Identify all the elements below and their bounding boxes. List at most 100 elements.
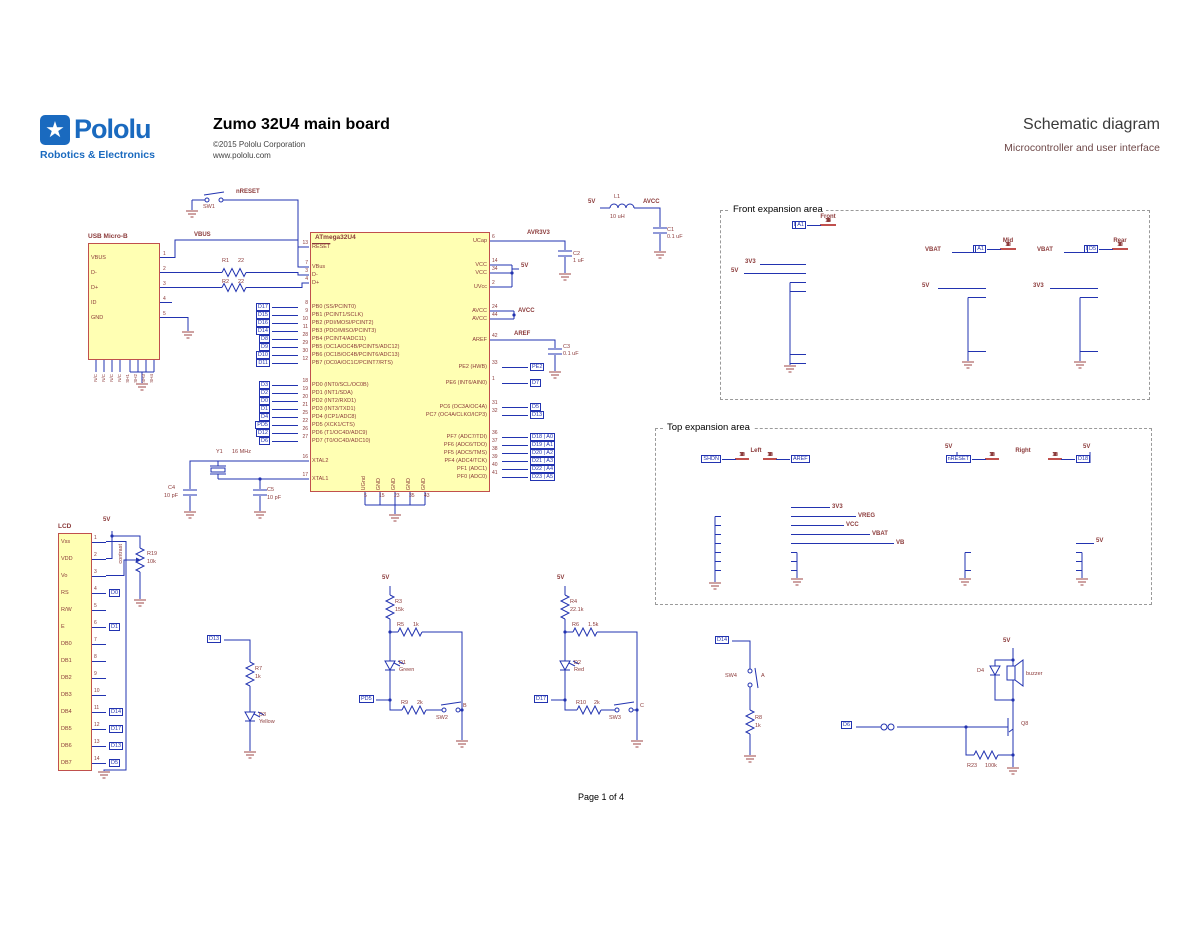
l1-ref: L1: [614, 194, 621, 200]
pin-num: 18: [302, 378, 308, 385]
pin-num: 7: [305, 260, 308, 267]
pololu-wordmark: Pololu: [74, 114, 151, 144]
r19-note: contrast: [118, 544, 124, 564]
d13-net-flag: D13: [207, 635, 222, 643]
mcu-aref-label: AREF: [514, 331, 531, 337]
inductor-symbol: [609, 203, 635, 209]
pin-num: 3: [1053, 452, 1057, 459]
sw4-ref: SW4: [725, 673, 737, 679]
pin-num: 40: [492, 462, 498, 469]
pin-nm: RESET: [312, 244, 331, 250]
pin-num: 6: [740, 452, 744, 459]
pin-net: D13: [109, 741, 124, 750]
pin-num: 23: [394, 493, 400, 499]
pin-num: 11: [739, 452, 745, 459]
pololu-star-icon: ★: [40, 114, 70, 145]
rear-connector-title: Rear: [1113, 238, 1127, 244]
pin-num: 5: [163, 310, 166, 317]
pin-net: D15: [255, 311, 270, 319]
sw4-button-label: A: [761, 673, 765, 679]
right-conn-5v-right-label: 5V: [1083, 444, 1091, 450]
pin-num: 12: [767, 452, 773, 459]
button-a-symbol: [747, 667, 759, 689]
pin-num: 5: [94, 602, 97, 609]
pin-wire-stub: [92, 541, 106, 543]
pin-net: D1: [109, 622, 121, 631]
pin-nm: PC6 (OC3A/OC4A): [439, 404, 487, 410]
pin-wire-stub: [502, 415, 528, 416]
pin-wire-stub: [272, 385, 298, 386]
pin-nm: PF4 (ADC4/TCK): [444, 458, 487, 464]
right-connector-col2: 1D12D33D54D75D96D117D138D18910111213: [1048, 452, 1091, 463]
pin-num: 5: [1118, 242, 1122, 249]
pin-num: 5: [364, 493, 367, 499]
pin-num: 3: [990, 452, 994, 459]
reset-wires: [191, 199, 309, 248]
nreset-net-label: nRESET: [236, 189, 260, 195]
pin-nm: PB1 (PCINT1/SCLK): [312, 312, 364, 318]
pin-num: 3: [305, 268, 308, 275]
top-expansion-area-title: Top expansion area: [664, 422, 753, 433]
pin-nm: PF5 (ADC5/TMS): [443, 450, 487, 456]
pin-num: 5: [990, 452, 994, 459]
pin-num: 43: [424, 493, 430, 499]
pin-nm: PB0 (SS/PCINT0): [312, 304, 357, 310]
sw2-button-label: B: [463, 703, 467, 709]
reset-button-ref: SW1: [203, 204, 215, 210]
pin-num: 3: [94, 568, 97, 575]
mcu-5v-label: 5V: [521, 263, 529, 269]
pin-num: 8: [990, 452, 994, 459]
pin-num: 1: [1118, 242, 1122, 249]
pin-nm: SH4: [149, 374, 154, 383]
rear-3v3-label: 3V3: [1033, 283, 1044, 289]
top-vcc-label: VCC: [846, 522, 859, 528]
pin-num: 8: [1006, 242, 1010, 249]
pin-row: SH4: [148, 374, 156, 394]
r5-ref: R5: [397, 622, 405, 628]
red-5v-label: 5V: [557, 575, 565, 581]
pin-num: 31: [492, 400, 498, 407]
pin-num: 10: [989, 452, 995, 459]
pin-num: 29: [302, 340, 308, 347]
top-vb-label: VB: [896, 540, 905, 546]
pin-net: A1: [795, 221, 806, 229]
pin-num: 12: [94, 721, 100, 728]
pin-num: 3: [1118, 242, 1122, 249]
pin-num: 33: [492, 360, 498, 367]
pin-net: SHDN: [701, 455, 721, 463]
d3-value: Yellow: [259, 719, 275, 725]
pin-num: 13: [302, 240, 308, 247]
pin-nm: PF7 (ADC7/TDI): [446, 434, 487, 440]
top-expansion-area-box: [655, 428, 1152, 605]
pin-num: 4: [1053, 452, 1057, 459]
pin-nm: SH3: [141, 374, 146, 383]
pin-net: D17: [109, 724, 124, 733]
pin-num: 4: [740, 452, 744, 459]
pin-num: 17: [302, 472, 308, 479]
pin-wire-stub: [272, 331, 298, 332]
pin-num: 8: [1118, 242, 1122, 249]
top-vreg-label: VREG: [858, 513, 876, 519]
pin-wire-stub: [502, 453, 528, 454]
r4-ref: R4: [570, 599, 578, 605]
pin-nm: PF0 (ADC0): [457, 474, 487, 480]
right-conn-5v-mid-label: 5V: [1096, 538, 1104, 544]
